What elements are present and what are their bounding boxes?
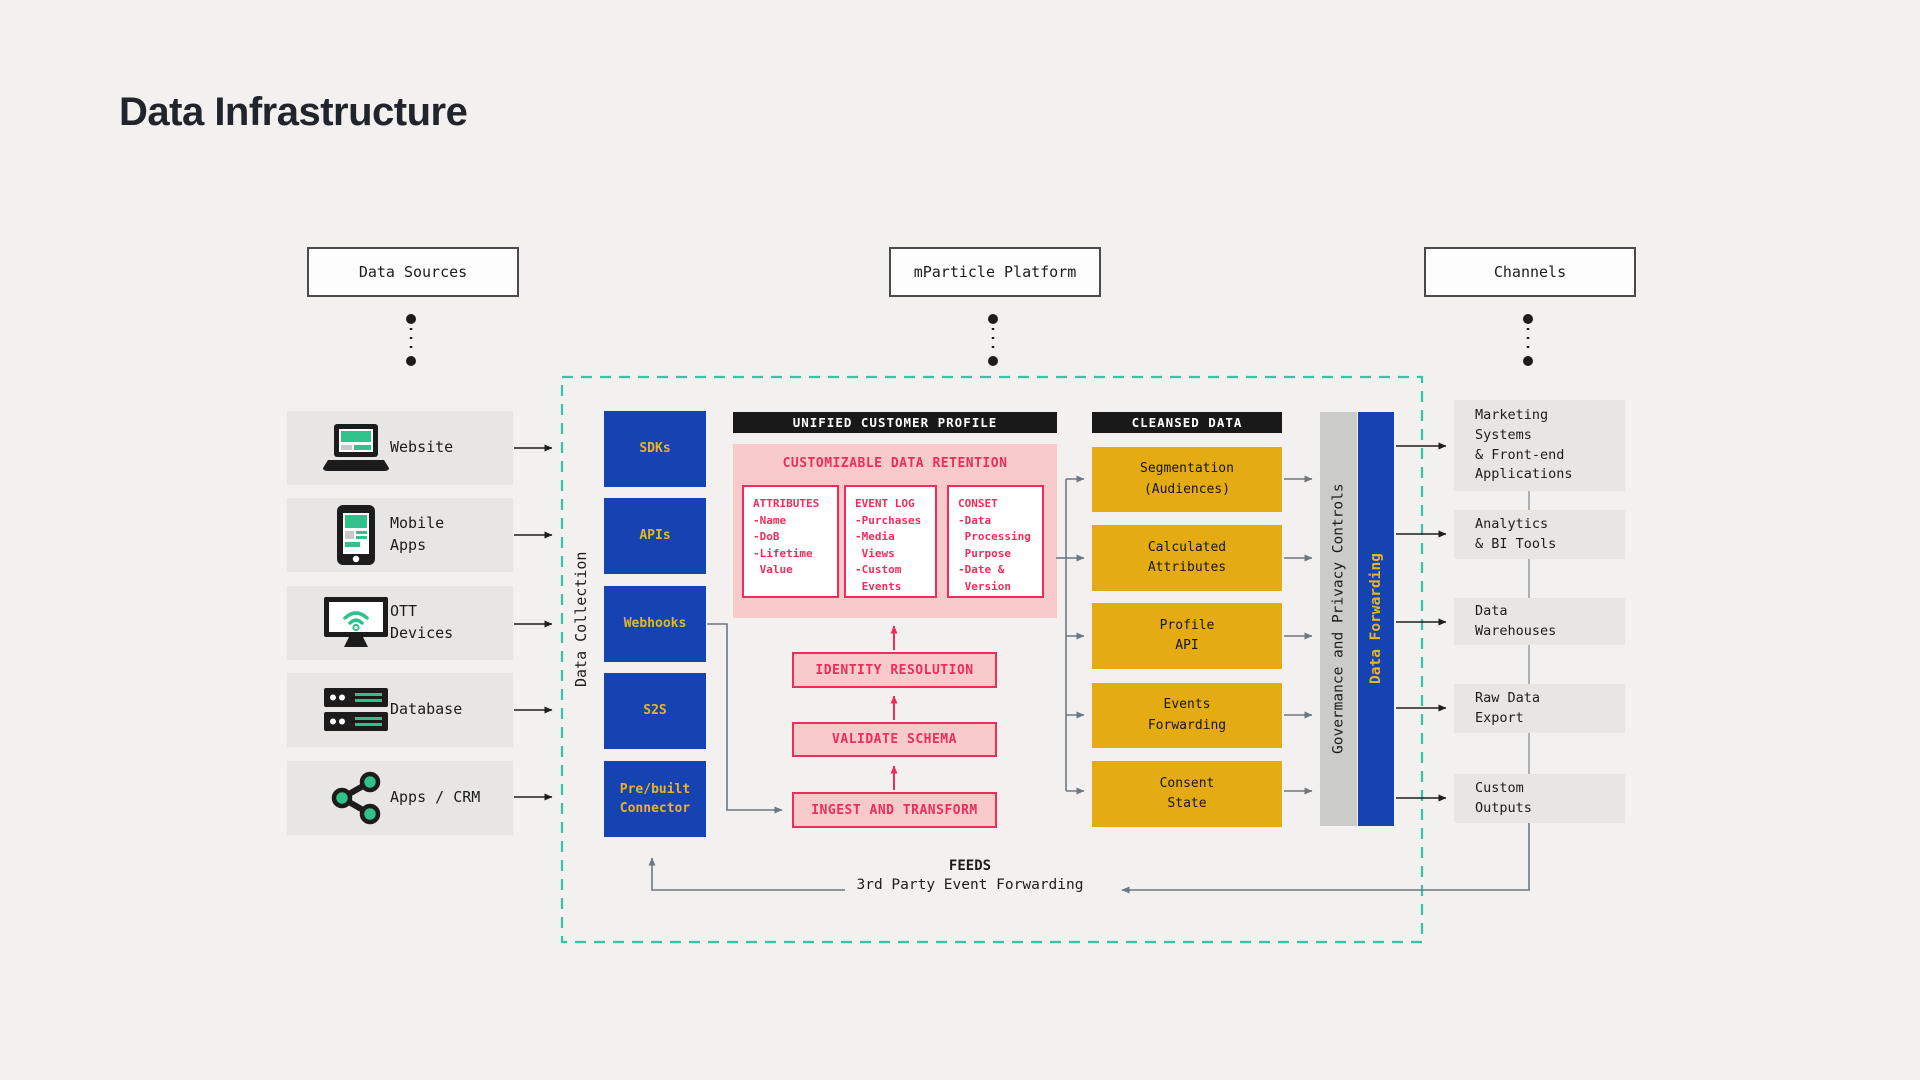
source-label: OTT Devices [390,602,454,642]
source-label: Mobile Apps [390,514,445,554]
server-icon [321,688,391,732]
cleansed-label: Events Forwarding [1147,697,1227,733]
share-nodes-icon [321,771,391,825]
cleansed-data-label: CLEANSED DATA [1131,415,1243,430]
cleansed-to-governance-arrows [1284,475,1313,795]
channel-marketing-systems: Marketing Systems & Front-end Applicatio… [1454,400,1625,491]
channel-label: Analytics & BI Tools [1475,515,1557,552]
source-label: Website [390,438,454,457]
page-title: Data Infrastructure [119,90,468,134]
ingest-and-transform-box: INGEST AND TRANSFORM [792,792,997,828]
channel-custom-outputs: Custom Outputs [1454,774,1625,823]
feeds-title: FEEDS [948,858,992,874]
source-label: Apps / CRM [390,788,481,807]
platform-drop-connector [988,314,998,366]
cleansed-events-forwarding: Events Forwarding [1092,683,1282,748]
collection-label: S2S [643,703,667,719]
data-sources-header: Data Sources [307,247,519,297]
identity-resolution-box: IDENTITY RESOLUTION [792,652,997,688]
retention-card-lines: -Name -DoB -Lifetime Value [753,513,813,577]
channels-drop-connector [1523,314,1533,366]
channel-label: Custom Outputs [1475,779,1532,816]
cleansed-segmentation: Segmentation (Audiences) [1092,447,1282,512]
profile-to-cleansed-connector [1056,475,1085,795]
source-mobile-apps: Mobile Apps [287,498,513,572]
channels-header-label: Channels [1493,263,1567,281]
cleansed-consent-state: Consent State [1092,761,1282,827]
channels-header: Channels [1424,247,1636,297]
channel-raw-data-export: Raw Data Export [1454,684,1625,733]
governance-privacy-label: Govermance and Privacy Controls [1330,483,1347,755]
data-forwarding-bar: Data Forwarding [1358,412,1394,826]
retention-title: CUSTOMIZABLE DATA RETENTION [782,456,1008,471]
validate-schema-box: VALIDATE SCHEMA [792,722,997,757]
data-sources-header-label: Data Sources [358,263,468,281]
smartphone-icon [321,505,391,565]
cleansed-data-header: CLEANSED DATA [1092,412,1282,433]
collection-s2s: S2S [604,673,706,749]
data-collection-axis-label: Data Collection [572,551,590,687]
channel-label: Data Warehouses [1475,602,1557,639]
collection-sdks: SDKs [604,411,706,487]
channel-analytics-bi: Analytics & BI Tools [1454,510,1625,559]
source-label: Database [390,700,463,719]
feeds-subtitle: 3rd Party Event Forwarding [856,877,1084,893]
source-website: Website [287,411,513,485]
retention-card-lines: -Purchases -Media Views -Custom Events [855,513,922,593]
source-ott-devices: OTT Devices [287,586,513,660]
collection-prebuilt-connector: Pre/built Connector [604,761,706,837]
collection-apis: APIs [604,498,706,574]
unified-customer-profile-label: UNIFIED CUSTOMER PROFILE [792,415,998,430]
process-label: INGEST AND TRANSFORM [811,802,978,818]
unified-customer-profile-header: UNIFIED CUSTOMER PROFILE [733,412,1057,433]
retention-card-attributes: ATTRIBUTES -Name -DoB -Lifetime Value [742,485,839,598]
mparticle-platform-header: mParticle Platform [889,247,1101,297]
laptop-icon [321,423,391,473]
collection-label: Webhooks [623,616,687,632]
process-label: IDENTITY RESOLUTION [815,662,974,678]
feeds-label-block: FEEDS 3rd Party Event Forwarding [845,858,1095,893]
retention-card-title: ATTRIBUTES [753,497,820,510]
channel-label: Marketing Systems & Front-end Applicatio… [1475,407,1573,483]
channel-data-warehouses: Data Warehouses [1454,598,1625,645]
forwarding-to-channel-arrows [1396,442,1447,802]
governance-privacy-bar: Govermance and Privacy Controls [1320,412,1357,826]
source-arrows [514,444,553,801]
collection-label: Pre/built Connector [619,781,691,817]
cleansed-label: Profile API [1159,617,1215,653]
tv-wifi-icon [321,597,391,649]
data-sources-drop-connector [406,314,416,366]
channel-label: Raw Data Export [1475,689,1541,726]
cleansed-label: Calculated Attributes [1147,539,1227,575]
retention-card-lines: -Data Processing Purpose -Date & Version [958,513,1031,593]
retention-card-title: CONSET [958,497,998,510]
retention-card-event-log: EVENT LOG -Purchases -Media Views -Custo… [844,485,937,598]
retention-card-title: EVENT LOG [855,497,915,510]
mparticle-platform-header-label: mParticle Platform [913,263,1077,281]
cleansed-profile-api: Profile API [1092,603,1282,669]
retention-card-conset: CONSET -Data Processing Purpose -Date & … [947,485,1044,598]
collection-webhooks: Webhooks [604,586,706,662]
source-apps-crm: Apps / CRM [287,761,513,835]
cleansed-calculated-attributes: Calculated Attributes [1092,525,1282,591]
source-database: Database [287,673,513,747]
collection-label: APIs [639,528,671,544]
cleansed-label: Consent State [1159,775,1215,811]
collection-label: SDKs [639,441,671,457]
cleansed-label: Segmentation (Audiences) [1140,461,1234,497]
collection-to-ingest-connector [707,623,783,814]
data-forwarding-label: Data Forwarding [1368,553,1384,685]
process-label: VALIDATE SCHEMA [832,732,957,747]
